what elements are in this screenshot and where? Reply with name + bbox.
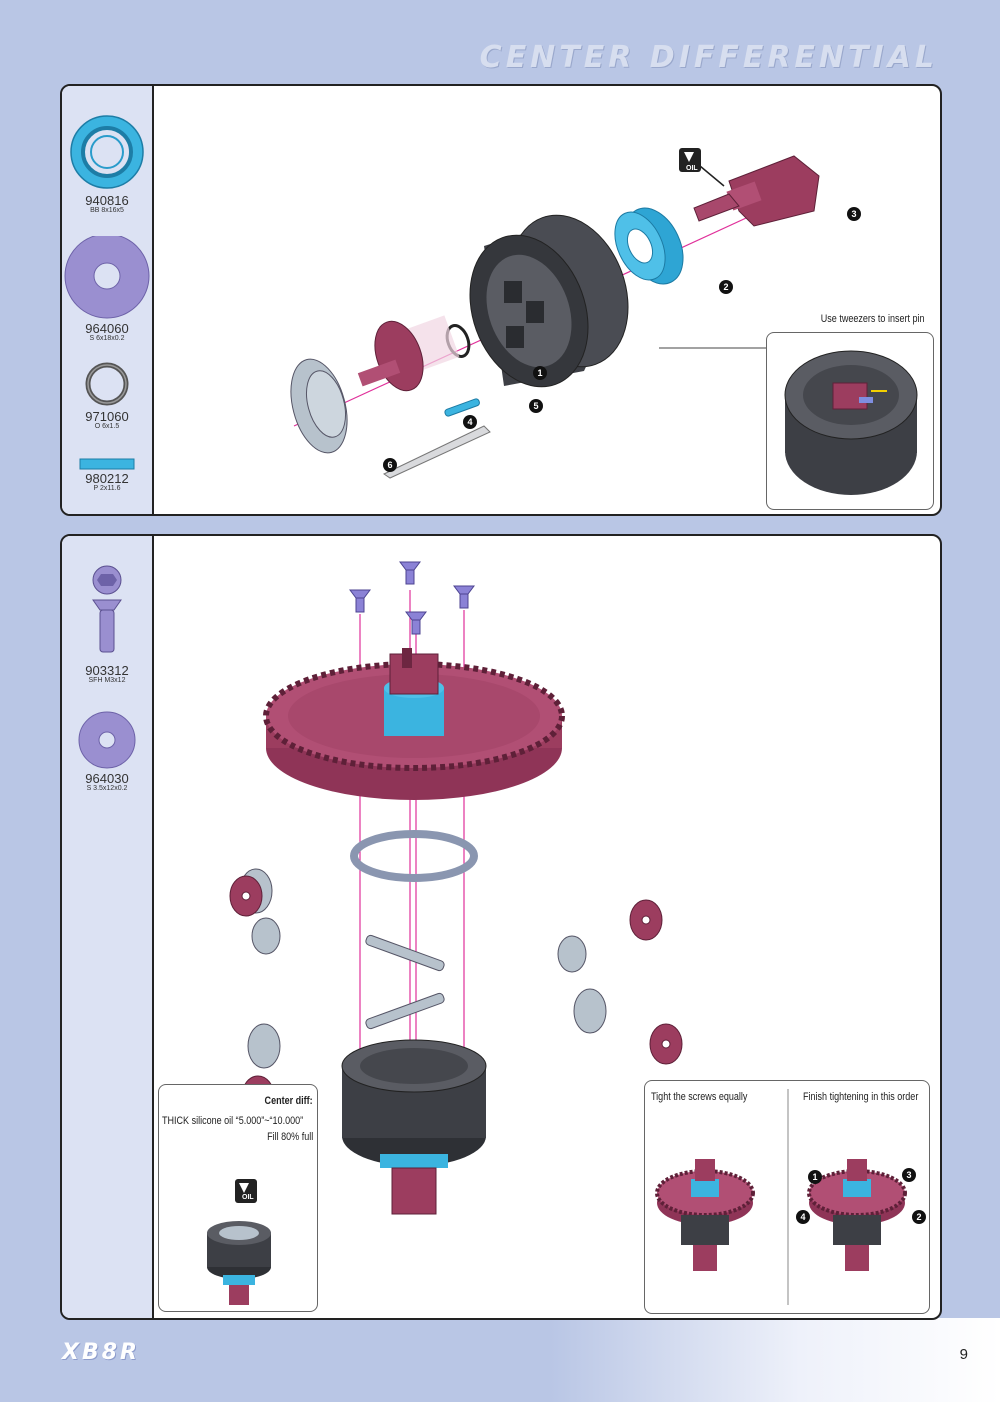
order-marker-2: 2 [912,1210,926,1224]
part-number: 964060 [85,321,129,336]
part-number: 964030 [85,771,129,786]
step-marker-6: 6 [383,458,397,472]
part-number: 940816 [85,193,129,208]
inset-drawing [784,350,918,495]
footer-band [0,1318,1000,1402]
part-size: BB 8x16x5 [90,207,124,214]
tweezers [382,425,491,479]
step-marker-4: 4 [463,415,477,429]
cross-pins [365,934,445,1030]
step-marker-5: 5 [529,399,543,413]
center-diff-fill: Fill 80% full [266,1131,313,1143]
page-title: CENTER DIFFERENTIAL [479,40,938,75]
center-diff-oil-spec: THICK silicone oil “5.000”~“10.000” [162,1115,304,1127]
gasket [350,830,478,882]
svg-text:2: 2 [723,282,728,292]
screws-equal-caption: Tight the screws equally [651,1091,748,1103]
order-marker-3: 3 [902,1168,916,1182]
oil-label: OIL [686,165,698,172]
step-marker-1: 1 [533,366,547,380]
bearing-part [614,207,684,285]
oil-label: OIL [242,1194,254,1201]
exploded-view-2: Center diff: THICK silicone oil “5.000”~… [154,536,940,1318]
step-panel-1: 940816 BB 8x16x5 964060 S 6x18x0.2 97106… [60,84,942,516]
pin-icon [79,458,135,470]
svg-text:2: 2 [916,1212,921,1222]
screws [349,561,475,635]
shim-icon [64,236,150,319]
part-number: 903312 [85,663,129,678]
bearing-icon [70,115,144,189]
center-diff-title: Center diff: [264,1095,313,1107]
svg-text:1: 1 [812,1172,817,1182]
step-panel-2: 903312 SFH M3x12 964030 S 3.5x12x0.2 [60,534,942,1320]
part-shim: 964060 S 6x18x0.2 [62,236,152,343]
screws-order-caption: Finish tightening in this order [803,1091,919,1103]
part-number: 980212 [85,471,129,486]
center-diff-box: Center diff: THICK silicone oil “5.000”~… [158,1084,318,1312]
part-number: 971060 [85,409,129,424]
parts-column: 903312 SFH M3x12 964030 S 3.5x12x0.2 [62,536,154,1318]
xb8r-logo: XB8R [62,1340,140,1365]
diff-exploded-drawing: OIL [290,148,861,479]
screw-order-drawing: 1 2 3 4 [655,1089,926,1305]
step-marker-2: 2 [719,280,733,294]
spur-gear [263,648,565,800]
page-number: 9 [959,1346,968,1363]
svg-text:3: 3 [851,209,856,219]
center-diff-drawing: OIL [207,1179,271,1305]
pin-part [444,398,480,417]
diff-case [341,1039,487,1215]
inset-tweezers: Use tweezers to insert pin [766,313,934,510]
svg-text:6: 6 [387,460,392,470]
inset-caption: Use tweezers to insert pin [821,313,925,325]
o-ring-icon [85,362,129,406]
part-o-ring: 971060 O 6x1.5 [62,362,152,431]
bevel-gear [290,358,348,454]
oil-tag-icon [679,148,725,187]
svg-text:4: 4 [800,1212,805,1222]
diff-outdrive [357,315,460,392]
svg-text:3: 3 [906,1170,911,1180]
step-marker-3: 3 [847,207,861,221]
svg-text:5: 5 [533,401,538,411]
order-marker-4: 4 [796,1210,810,1224]
diff-case [469,214,629,388]
screw-order-box: Tight the screws equally Finish tighteni… [644,1080,930,1314]
order-marker-1: 1 [808,1170,822,1184]
part-bearing: 940816 BB 8x16x5 [62,114,152,215]
part-size: P 2x11.6 [93,485,121,492]
part-size: SFH M3x12 [88,677,126,684]
part-size: S 6x18x0.2 [89,335,125,342]
spider-gears [239,868,607,1069]
diff-assembly-drawing [229,561,683,1215]
part-screw: 903312 SFH M3x12 [62,564,152,685]
shim-icon [78,711,136,769]
exploded-view-1: OIL [154,86,940,514]
part-shim: 964030 S 3.5x12x0.2 [62,710,152,793]
svg-text:1: 1 [537,368,542,378]
outdrive-cup [693,155,820,227]
part-size: S 3.5x12x0.2 [86,785,128,792]
part-pin: 980212 P 2x11.6 [62,456,152,493]
svg-text:4: 4 [467,417,472,427]
parts-column: 940816 BB 8x16x5 964060 S 6x18x0.2 97106… [62,86,154,514]
part-size: O 6x1.5 [94,423,120,430]
screw-icon [92,565,122,653]
